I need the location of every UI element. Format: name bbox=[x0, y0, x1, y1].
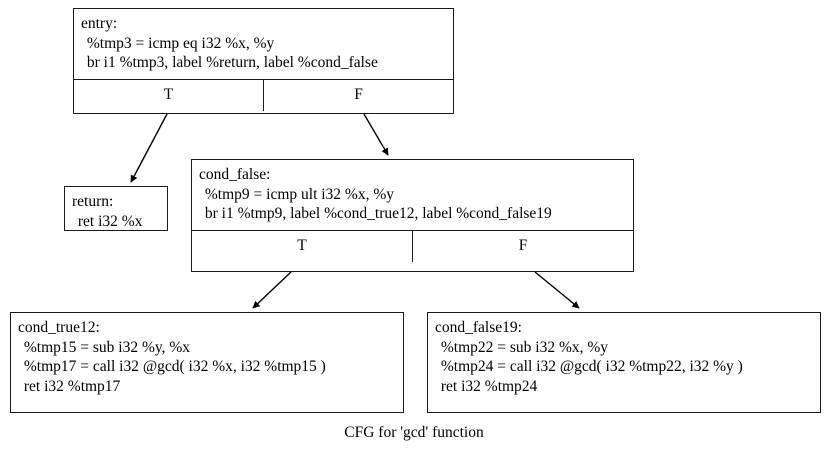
node-cond-false-port-false[interactable]: F bbox=[518, 237, 528, 255]
node-cond-false-line-1: %tmp9 = icmp ult i32 %x, %y bbox=[201, 185, 395, 203]
node-cond-false-line-2: br i1 %tmp9, label %cond_true12, label %… bbox=[201, 205, 552, 222]
node-return[interactable]: return: ret i32 %x bbox=[64, 186, 168, 231]
node-cond-false19-line-3: ret i32 %tmp24 bbox=[437, 377, 538, 395]
node-cond-false-ports: T F bbox=[192, 229, 633, 262]
node-entry[interactable]: entry: %tmp3 = icmp eq i32 %x, %y br i1 … bbox=[73, 8, 454, 114]
node-return-label: return: bbox=[72, 193, 114, 210]
node-cond-false-label: cond_false: bbox=[199, 166, 271, 183]
node-return-body: return: ret i32 %x bbox=[65, 187, 167, 237]
node-cond-true12-body: cond_true12: %tmp15 = sub i32 %y, %x %tm… bbox=[11, 313, 403, 402]
node-cond-false-body: cond_false: %tmp9 = icmp ult i32 %x, %y … bbox=[192, 160, 633, 230]
node-entry-line-2: br i1 %tmp3, label %return, label %cond_… bbox=[83, 54, 378, 71]
edge-entry-true-to-return bbox=[130, 113, 168, 183]
edge-cond-false-true-to-cond-true12 bbox=[252, 271, 292, 309]
edge-entry-false-to-cond-false bbox=[363, 113, 389, 156]
node-cond-true12-line-2: %tmp17 = call i32 @gcd( i32 %x, i32 %tmp… bbox=[20, 358, 326, 375]
edge-cond-false-false-to-cond-false19 bbox=[534, 271, 580, 309]
diagram-caption: CFG for 'gcd' function bbox=[344, 424, 484, 441]
node-cond-false19-line-2: %tmp24 = call i32 @gcd( i32 %tmp22, i32 … bbox=[437, 358, 743, 375]
node-cond-true12-line-3: ret i32 %tmp17 bbox=[20, 377, 121, 395]
node-cond-false-port-true[interactable]: T bbox=[192, 230, 413, 262]
node-cond-false[interactable]: cond_false: %tmp9 = icmp ult i32 %x, %y … bbox=[191, 159, 634, 272]
node-entry-line-1: %tmp3 = icmp eq i32 %x, %y bbox=[83, 34, 275, 52]
node-entry-ports: T F bbox=[74, 78, 453, 111]
node-cond-false19-line-1: %tmp22 = sub i32 %x, %y bbox=[437, 338, 609, 356]
node-cond-false19[interactable]: cond_false19: %tmp22 = sub i32 %x, %y %t… bbox=[427, 312, 821, 413]
node-entry-body: entry: %tmp3 = icmp eq i32 %x, %y br i1 … bbox=[74, 9, 453, 79]
node-return-line-1: ret i32 %x bbox=[74, 212, 143, 230]
node-entry-port-false[interactable]: F bbox=[354, 86, 363, 104]
node-cond-true12[interactable]: cond_true12: %tmp15 = sub i32 %y, %x %tm… bbox=[10, 312, 404, 413]
node-cond-true12-line-1: %tmp15 = sub i32 %y, %x bbox=[20, 338, 191, 356]
node-cond-false19-body: cond_false19: %tmp22 = sub i32 %x, %y %t… bbox=[428, 313, 820, 402]
node-entry-label: entry: bbox=[81, 15, 118, 32]
node-cond-false19-label: cond_false19: bbox=[435, 319, 522, 336]
node-cond-true12-label: cond_true12: bbox=[18, 319, 100, 336]
node-entry-port-true[interactable]: T bbox=[74, 79, 264, 111]
